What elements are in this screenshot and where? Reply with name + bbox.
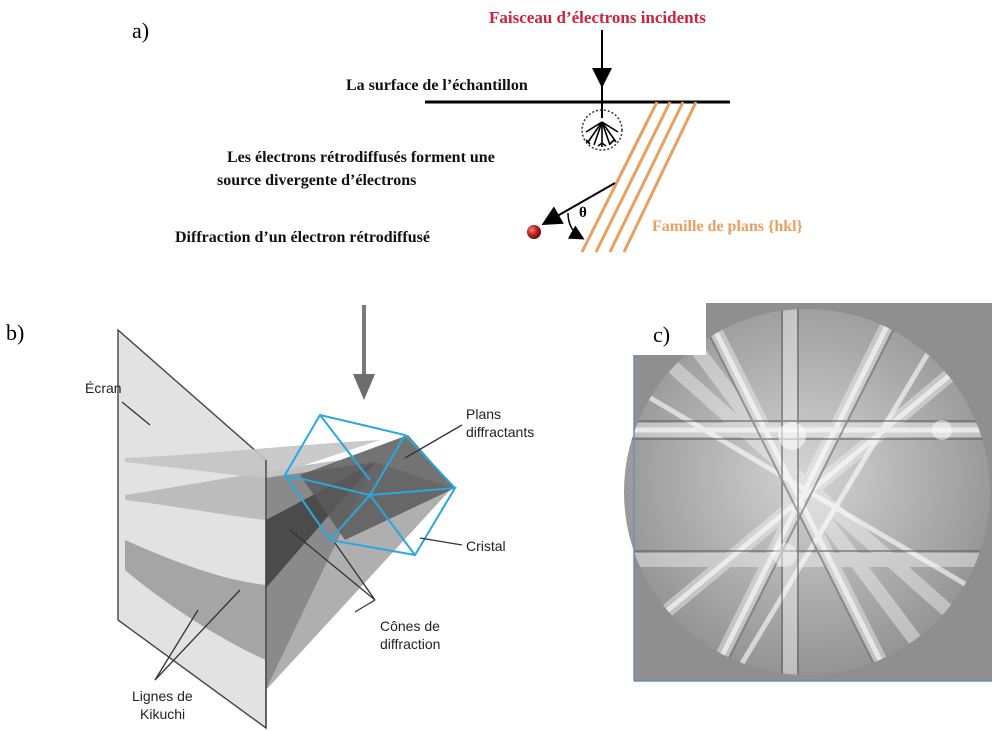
diffraction-cone-side [266, 462, 452, 690]
kikuchi-lines-label-line2: Kikuchi [140, 706, 186, 720]
incident-beam-label: Faisceau d’électrons incidents [489, 8, 706, 27]
kikuchi-lines-label-line1: Lignes de [132, 688, 193, 704]
incoming-beam-arrowhead [353, 374, 375, 400]
backscatter-label-line2: source divergente d’électrons [217, 172, 417, 189]
diffraction-cone-lower [125, 540, 266, 660]
diffraction-cones-label-line1: Cônes de [380, 618, 440, 634]
diffraction-cones-label-line2: diffraction [380, 636, 441, 652]
backscatter-source-icon [585, 121, 619, 147]
screen-label: Écran [85, 380, 122, 396]
diffracting-planes-label-line2: diffractants [466, 424, 535, 440]
diffracting-planes-label-line1: Plans [466, 406, 502, 422]
crystal-cube [283, 413, 457, 557]
diffraction-cone-upper [125, 440, 380, 478]
panel-a-diagram [425, 30, 730, 253]
kikuchi-pattern-image [624, 303, 992, 682]
sample-surface-label: La surface de l’échantillon [346, 77, 528, 94]
panel-b-leader-lines [121, 401, 463, 681]
kikuchi-bands [624, 309, 990, 675]
electron-sphere [527, 225, 541, 239]
panel-a-letter: a) [132, 18, 150, 43]
diffracted-electron-arrow [541, 182, 616, 225]
incoming-beam-shaft [362, 305, 366, 385]
screen-plane [117, 328, 267, 730]
diffraction-label: Diffraction d’un électron rétrodiffusé [175, 229, 430, 246]
planes-family-label: Famille de plans {hkl} [652, 218, 803, 235]
panel-b-letter: b) [6, 320, 25, 345]
panel-b-diagram [117, 305, 463, 730]
diffracting-planes-band [300, 435, 455, 540]
crystal-planes [580, 101, 698, 253]
panel-c-letter: c) [653, 322, 671, 347]
theta-label: θ [579, 205, 587, 221]
interaction-volume-circle [581, 109, 623, 151]
backscatter-label-line1: Les électrons rétrodiffusés forment une [227, 149, 495, 166]
crystal-label: Cristal [466, 538, 506, 554]
theta-angle-arc [567, 212, 585, 240]
